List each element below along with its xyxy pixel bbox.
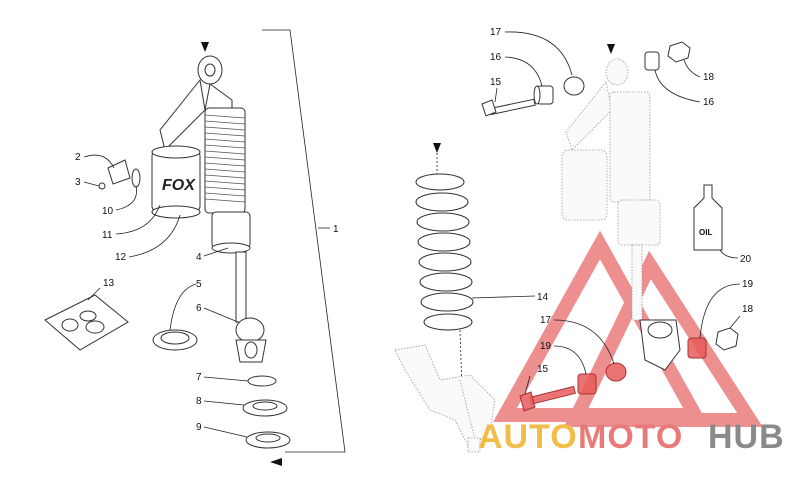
clip-part [107, 159, 141, 188]
screw-part [98, 182, 106, 190]
shock-absorber-right [561, 58, 661, 321]
watermark-text: AUTO MOTO HUB [478, 418, 785, 456]
callout-8: 8 [196, 396, 245, 407]
svg-text:4: 4 [196, 252, 202, 263]
callout-15-upper: 15 [490, 77, 502, 103]
callout-4: 4 [196, 247, 229, 263]
bushing-upper-right [644, 51, 660, 71]
callout-15-lower: 15 [524, 364, 549, 395]
svg-text:16: 16 [703, 97, 715, 108]
callout-6: 6 [196, 303, 239, 323]
svg-text:15: 15 [490, 77, 502, 88]
arrow-marker [201, 42, 209, 52]
svg-text:20: 20 [740, 254, 752, 265]
bushing-lower-right [687, 337, 707, 359]
bolt-lower [519, 385, 576, 412]
svg-text:13: 13 [103, 278, 115, 289]
callout-13: 13 [87, 278, 115, 301]
callout-12: 12 [115, 214, 181, 263]
callout-9: 9 [196, 422, 248, 438]
svg-text:OIL: OIL [699, 228, 712, 237]
spring-ring [152, 329, 198, 351]
callout-3: 3 [75, 177, 100, 188]
svg-text:12: 12 [115, 252, 127, 263]
callout-2: 2 [75, 152, 115, 169]
callout-10: 10 [102, 185, 137, 217]
svg-text:3: 3 [75, 177, 81, 188]
callout-19-lower: 19 [540, 341, 587, 375]
callout-11: 11 [102, 204, 161, 241]
seal-kit [44, 294, 129, 351]
lower-clevis [639, 319, 681, 371]
callout-17-upper: 17 [490, 27, 573, 76]
bushing-lower-left [577, 373, 597, 395]
oil-bottle: OIL [693, 184, 723, 251]
svg-text:17: 17 [540, 315, 552, 326]
assembly-bracket [262, 29, 346, 453]
shock-absorber-left [151, 55, 267, 363]
svg-text:HUB: HUB [708, 418, 785, 456]
svg-text:AUTO: AUTO [478, 418, 578, 456]
bushing-upper-left [533, 85, 554, 105]
nut-upper [667, 41, 691, 63]
svg-text:10: 10 [102, 206, 114, 217]
svg-text:1: 1 [333, 224, 339, 235]
bearing-upper [563, 76, 585, 96]
svg-text:14: 14 [537, 292, 549, 303]
arrow-marker [607, 44, 615, 54]
svg-text:9: 9 [196, 422, 202, 433]
callout-17-lower: 17 [540, 315, 615, 365]
svg-text:17: 17 [490, 27, 502, 38]
callout-18-lower: 18 [729, 304, 754, 329]
svg-text:18: 18 [742, 304, 754, 315]
bolt-upper [481, 98, 536, 117]
callout-18-upper: 18 [683, 59, 715, 83]
callout-16-upper-left: 16 [490, 52, 543, 87]
nut-part [242, 399, 288, 417]
callout-7: 7 [196, 372, 249, 383]
svg-text:8: 8 [196, 396, 202, 407]
coil-spring [415, 173, 474, 331]
svg-text:5: 5 [196, 279, 202, 290]
callout-19-upper: 19 [699, 279, 754, 339]
arrow-marker [270, 458, 282, 466]
frame-mount [394, 344, 496, 453]
callout-5: 5 [169, 279, 202, 331]
svg-text:6: 6 [196, 303, 202, 314]
callout-20: 20 [719, 249, 752, 265]
watermark-logo [493, 230, 763, 427]
callout-14: 14 [471, 292, 549, 303]
svg-text:18: 18 [703, 72, 715, 83]
locknut-part [245, 431, 291, 449]
svg-text:16: 16 [490, 52, 502, 63]
washer-part [247, 375, 277, 387]
svg-text:15: 15 [537, 364, 549, 375]
svg-text:19: 19 [742, 279, 754, 290]
nut-lower [715, 327, 739, 351]
svg-text:MOTO: MOTO [578, 418, 683, 456]
fox-logo: FOX [162, 177, 196, 194]
svg-text:19: 19 [540, 341, 552, 352]
svg-text:2: 2 [75, 152, 81, 163]
bearing-lower [605, 362, 627, 382]
callout-16-upper-right: 16 [654, 69, 715, 108]
callout-1: 1 [333, 224, 339, 235]
svg-text:11: 11 [102, 230, 113, 241]
svg-text:7: 7 [196, 372, 202, 383]
arrow-marker [433, 143, 441, 153]
